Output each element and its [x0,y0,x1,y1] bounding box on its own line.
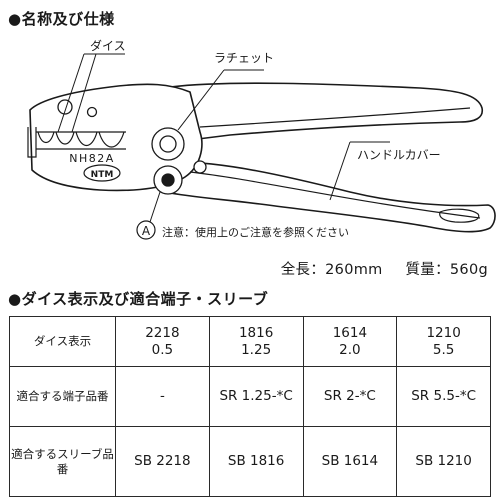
pivot-screw [193,160,207,174]
pivot-screw [57,99,73,115]
callout-dies: ダイス [90,38,126,53]
length-value: 260mm [325,262,383,278]
mass-value: 560g [449,262,488,278]
die-pocket [37,131,55,144]
table-cell: SR 1.25-*C [208,366,304,427]
upper-handle [169,82,484,141]
section-heading-names-specs: ●名称及び仕様 [8,10,115,28]
table-row-sleeve: 適合するスリーブ品番 SB 2218 SB 1816 SB 1614 SB 12… [9,426,491,497]
brand-badge [83,164,121,182]
table-cell: - [115,366,210,427]
table-cell: SB 1210 [396,426,491,497]
handle-slot [439,208,480,223]
pivot-screw [86,106,98,118]
length-label: 全長： [280,262,326,278]
table-cell: SR 5.5-*C [396,366,491,427]
spec-summary: 全長：260mm 質量：560g [277,258,488,279]
mass-label: 質量： [405,262,450,278]
lower-handle-cover [164,161,496,233]
callout-ratchet: ラチェット [214,51,274,65]
marker-label: A [142,224,151,238]
usage-note: 注意：使用上のご注意を参照ください [162,225,349,239]
table-cell: SB 1614 [302,426,398,497]
model-label: NH82A [69,152,115,165]
crimping-tool-diagram: NTM NH82A ダイス ラチェット ハンドルカバー A 注意：使用上のご注意… [27,38,496,240]
die-pocket [98,131,125,148]
table-cell: SR 2-*C [302,366,398,427]
section-heading-dies-table: ●ダイス表示及び適合端子・スリーブ [8,290,269,308]
table-cell: SB 1816 [208,426,304,497]
die-pocket [75,131,98,147]
die-pocket [55,131,75,145]
row-header: ダイス表示 [9,316,116,367]
brand-label: NTM [91,170,114,180]
marker-circle [136,220,156,240]
table-row-terminal: 適合する端子品番 - SR 1.25-*C SR 2-*C SR 5.5-*C [9,366,491,427]
jaw-head [29,83,203,192]
callout-handle-cover: ハンドルカバー [357,148,441,162]
table-cell: SB 2218 [115,426,210,497]
row-header: 適合する端子品番 [9,366,116,427]
row-header: 適合するスリーブ品番 [9,426,116,497]
